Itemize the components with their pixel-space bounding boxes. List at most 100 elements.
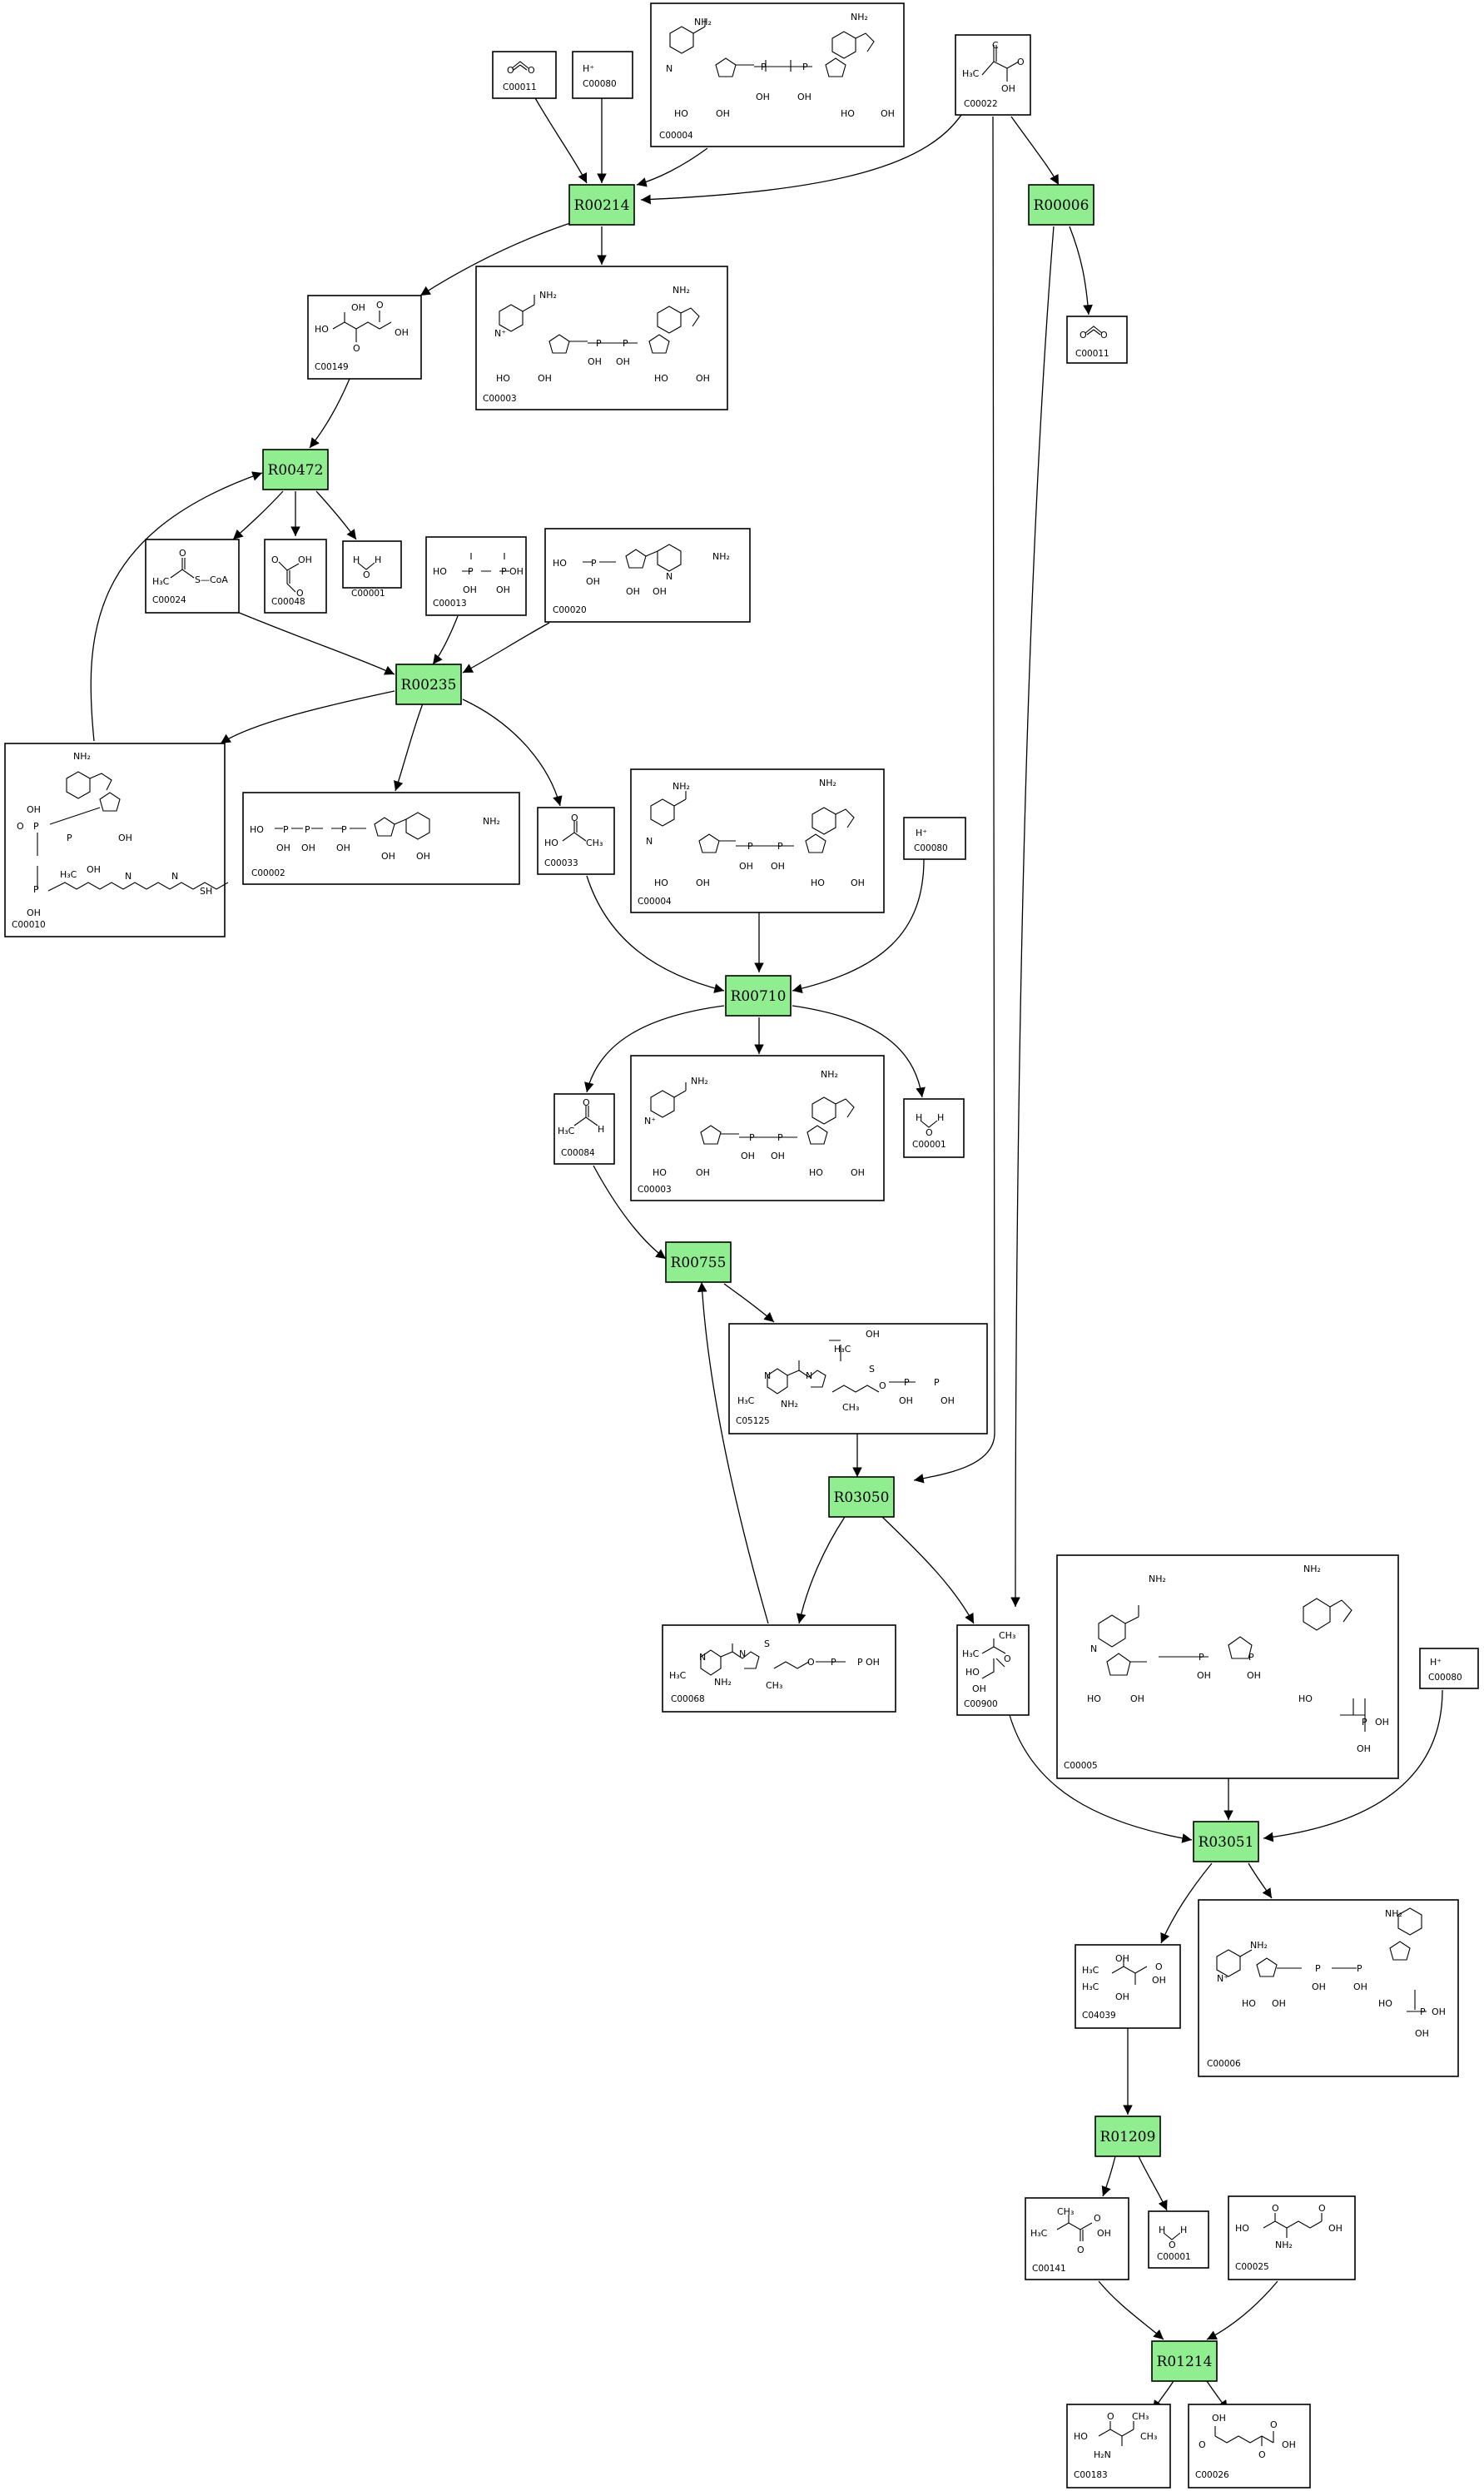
reaction-r00214[interactable]: R00214 <box>568 184 635 226</box>
atom-label: OH <box>866 1329 880 1340</box>
compound-c00141[interactable]: CH₃ O H₃C OH O C00141 <box>1025 2197 1129 2280</box>
atom-label: N <box>171 871 178 882</box>
compound-c00003[interactable]: NH₂ NH₂ N⁺ P P OH OH HO OH HO OH C00003 <box>630 1055 885 1201</box>
atom-label: HO <box>433 566 447 577</box>
compound-c00003[interactable]: NH₂ NH₂ N⁺ P P OH OH HO OH HO OH C00003 <box>475 266 728 410</box>
compound-c00013[interactable]: HO P P OH OH OH C00013 <box>425 536 527 616</box>
edge <box>640 107 966 205</box>
atom-label: CH₃ <box>586 838 603 848</box>
compound-c00084[interactable]: H₃C O H C00084 <box>553 1093 615 1165</box>
compound-c00020[interactable]: HO P OH NH₂ N OH OH C00020 <box>544 528 751 623</box>
atom-label: H₃C <box>152 576 170 587</box>
atom-label: OH <box>1152 1975 1166 1986</box>
compound-c00900[interactable]: CH₃ H₃C O HO OH C00900 <box>956 1624 1030 1716</box>
atom-label: OH <box>118 833 132 843</box>
atom-label: OH <box>1328 2223 1343 2234</box>
atom-label: P <box>33 884 39 895</box>
compound-c00080[interactable]: H⁺ C00080 <box>903 817 966 860</box>
atom-label: H₃C <box>1082 1965 1099 1976</box>
compound-id: C00011 <box>1075 349 1109 359</box>
compound-c00011[interactable]: O O C00011 <box>1066 316 1128 364</box>
atom-label: O <box>296 588 304 599</box>
atom-label: OH <box>756 92 770 102</box>
atom-label: NH₂ <box>821 1069 838 1080</box>
atom-label: OH <box>1272 1998 1286 2009</box>
atom-label: HO <box>653 1167 667 1178</box>
edge <box>1098 2280 1164 2340</box>
atom-label: H⁺ <box>916 828 927 838</box>
compound-id: C00001 <box>912 1140 946 1150</box>
atom-label: OH <box>866 1657 880 1668</box>
compound-c00002[interactable]: HO P P P OH OH OH NH₂ OH OH C00002 <box>242 792 520 885</box>
compound-c00080[interactable]: H⁺ C00080 <box>572 51 633 99</box>
reaction-r00472[interactable]: R00472 <box>262 449 329 490</box>
atom-label: OH <box>276 843 290 853</box>
atom-label: HO <box>674 108 688 119</box>
atom-label: H₂N <box>1094 2449 1111 2460</box>
reaction-r01209[interactable]: R01209 <box>1094 2116 1161 2157</box>
atom-label: N <box>125 871 132 882</box>
atom-label: OH <box>27 804 41 815</box>
compound-c00001[interactable]: H O H C00001 <box>1148 2210 1209 2269</box>
compound-c00048[interactable]: O OH O C00048 <box>264 539 327 614</box>
atom-label: P <box>596 338 602 349</box>
reactions: R00214 R00006 R00472 R00235 R00710 R0075… <box>262 184 1259 2382</box>
compound-c00149[interactable]: HO OH OH O O C00149 <box>307 295 422 380</box>
compound-c00006[interactable]: NH₂ NH₂ N⁺ P P OH OH HO OH HO P OH OH C0… <box>1198 1899 1459 2077</box>
atom-label: N <box>699 1652 706 1663</box>
compound-id: C00002 <box>251 868 285 878</box>
compound-c00010[interactable]: NH₂ OH O P P OH P OH H₃C OH N N SH C0001… <box>4 743 229 937</box>
atom-label: OH <box>586 576 600 587</box>
reaction-label: R01214 <box>1157 2354 1213 2370</box>
atom-label: N <box>666 63 673 74</box>
reaction-r00235[interactable]: R00235 <box>395 664 462 705</box>
compound-id: C00080 <box>914 843 948 853</box>
atom-label: N⁺ <box>494 328 506 339</box>
atom-label: HO <box>315 324 329 335</box>
atom-label: H⁺ <box>583 63 594 74</box>
compound-c05125[interactable]: OH H₃C N N S H₃C NH₂ CH₃ O P P OH OH C05… <box>728 1323 988 1434</box>
atom-label: OH <box>851 1167 865 1178</box>
atom-label: P <box>747 841 753 852</box>
atom-label: NH₂ <box>819 778 836 788</box>
atom-label: OH <box>1415 2028 1429 2039</box>
atom-label: CH₃ <box>1057 2206 1074 2217</box>
compound-c00022[interactable]: C H₃C O OH C00022 <box>955 34 1031 116</box>
compound-c00024[interactable]: H₃C O S—CoA C00024 <box>145 539 240 614</box>
reaction-r03050[interactable]: R03050 <box>828 1476 895 1518</box>
compound-c00183[interactable]: O CH₃ HO CH₃ H₂N C00183 <box>1066 2404 1171 2489</box>
compound-c00011[interactable]: O O C00011 <box>492 51 557 99</box>
atom-label: NH₂ <box>694 17 712 27</box>
atom-label: NH₂ <box>714 1677 732 1688</box>
atom-label: O <box>353 343 360 354</box>
compound-c00004[interactable]: NH₂ NH₂ N P P OH OH HO OH HO OH C00004 <box>630 768 885 913</box>
atom-label: HO <box>1074 2431 1088 2442</box>
atom-label: P <box>934 1377 940 1388</box>
compound-c00001[interactable]: H O H C00001 <box>903 1098 965 1158</box>
compound-id: C00001 <box>351 589 385 599</box>
reaction-r00710[interactable]: R00710 <box>725 975 792 1017</box>
atom-label: O <box>179 548 186 559</box>
reaction-r01214[interactable]: R01214 <box>1151 2340 1218 2382</box>
compound-id: C00025 <box>1235 2262 1269 2272</box>
compound-c00080[interactable]: H⁺ C00080 <box>1419 1648 1479 1689</box>
edge <box>792 1005 926 1098</box>
compound-id: C00004 <box>638 897 672 907</box>
reaction-label: R00710 <box>731 988 787 1005</box>
edge <box>220 690 395 744</box>
compound-c00001[interactable]: H O H C00001 <box>342 540 402 599</box>
compound-c00026[interactable]: OH O O OH O C00026 <box>1188 2404 1311 2489</box>
atom-label: OH <box>463 584 477 595</box>
reaction-r00006[interactable]: R00006 <box>1028 184 1094 226</box>
atom-label: NH₂ <box>1385 1908 1402 1919</box>
atom-label: OH <box>1197 1670 1211 1681</box>
compound-c00033[interactable]: HO O CH₃ C00033 <box>537 807 615 875</box>
compound-c00005[interactable]: NH₂ NH₂ N P P OH OH HO OH HO P OH OH C00… <box>1056 1554 1399 1779</box>
reaction-r03051[interactable]: R03051 <box>1193 1821 1259 1862</box>
compound-c00025[interactable]: O O HO OH NH₂ C00025 <box>1228 2195 1356 2280</box>
reaction-r00755[interactable]: R00755 <box>665 1241 732 1283</box>
compound-c00004[interactable]: NH₂ NH₂ N P P OH OH HO OH HO OH C00004 <box>650 2 905 147</box>
compound-c00068[interactable]: N N S H₃C NH₂ CH₃ O P P OH C00068 <box>662 1624 896 1713</box>
compound-c04039[interactable]: OH O H₃C OH H₃C OH C04039 <box>1075 1944 1181 2029</box>
atom-label: H <box>375 554 381 565</box>
